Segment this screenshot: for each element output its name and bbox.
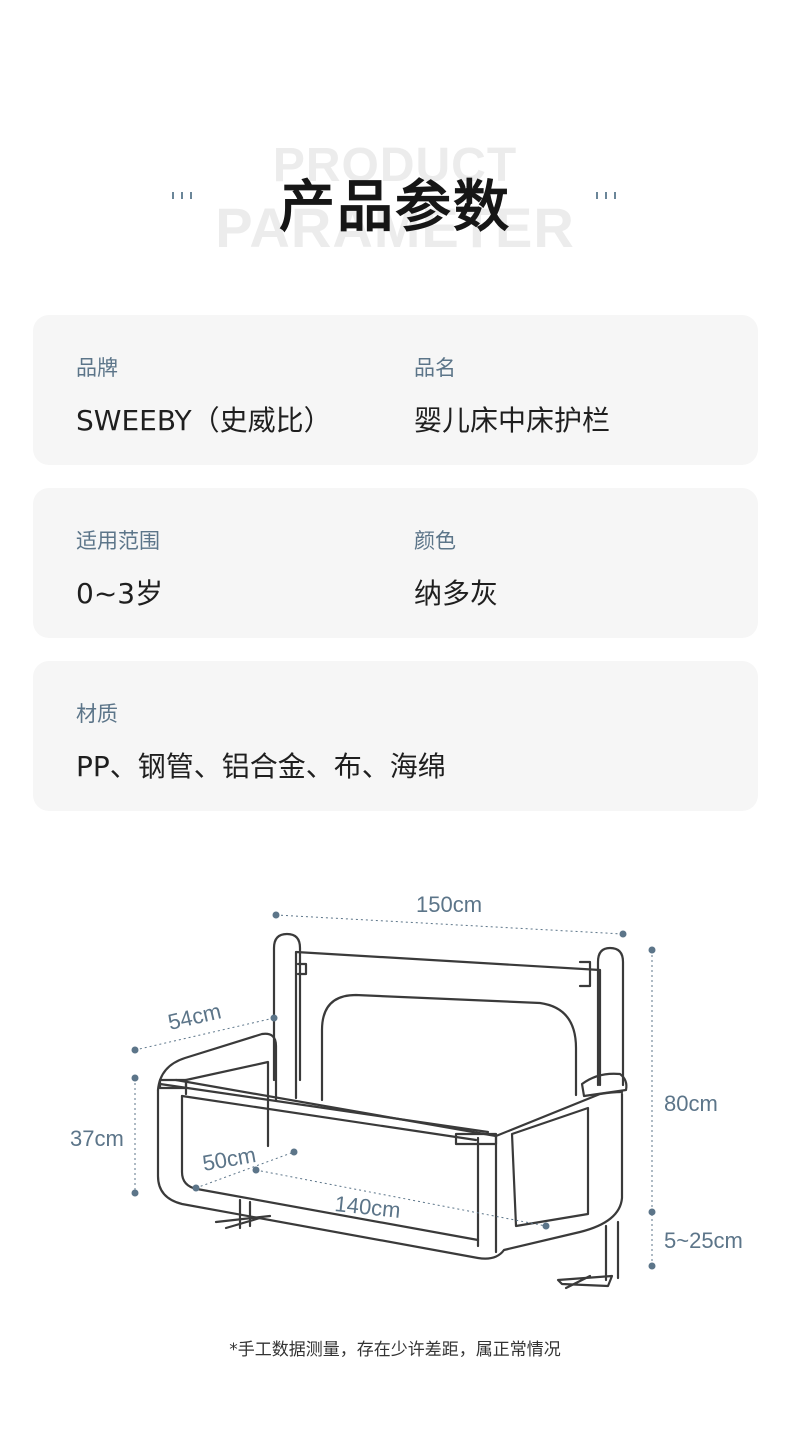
color-value: 纳多灰 [414, 577, 499, 610]
dim-label-height-total: 80cm [664, 1091, 718, 1116]
decorative-ticks-left [172, 192, 192, 199]
age-range-label: 适用范围 [76, 529, 160, 553]
section-header: PRODUCT PARAMETER 产品参数 [0, 130, 790, 270]
page-title: 产品参数 [279, 175, 511, 240]
product-name-label: 品名 [414, 356, 456, 380]
decorative-ticks-right [596, 192, 616, 199]
dimension-endpoints [131, 911, 656, 1270]
bed-rail-dimension-diagram: 150cm 54cm 80cm 37cm 50cm 140cm 5~25cm [70, 892, 743, 1290]
product-name-value: 婴儿床中床护栏 [414, 404, 611, 437]
spec-card-age-color: 适用范围 0~3岁 颜色 纳多灰 [33, 488, 758, 638]
dim-label-depth-side: 54cm [166, 998, 224, 1034]
header-bg-text-product: PRODUCT [272, 139, 518, 192]
dim-label-leg-range: 5~25cm [664, 1228, 743, 1253]
brand-label: 品牌 [76, 356, 118, 380]
dim-label-depth-inner: 50cm [201, 1142, 258, 1176]
material-label: 材质 [76, 702, 118, 726]
measurement-disclaimer: *手工数据测量，存在少许差距，属正常情况 [229, 1340, 561, 1360]
dim-label-height-front: 37cm [70, 1126, 124, 1151]
spec-card-brand-name: 品牌 SWEEBY（史威比） 品名 婴儿床中床护栏 [33, 315, 758, 465]
dim-label-width-top: 150cm [416, 892, 482, 917]
header-bg-text-parameter: PARAMETER [215, 196, 575, 259]
material-value: PP、钢管、铝合金、布、海绵 [76, 750, 446, 783]
dimension-guides [134, 914, 653, 1266]
spec-card-material: 材质 PP、钢管、铝合金、布、海绵 [33, 661, 758, 811]
bed-rail-illustration [156, 932, 628, 1290]
dim-label-length-inner: 140cm [333, 1191, 401, 1223]
color-label: 颜色 [414, 529, 456, 553]
brand-value: SWEEBY（史威比） [76, 404, 332, 437]
age-range-value: 0~3岁 [76, 577, 164, 610]
